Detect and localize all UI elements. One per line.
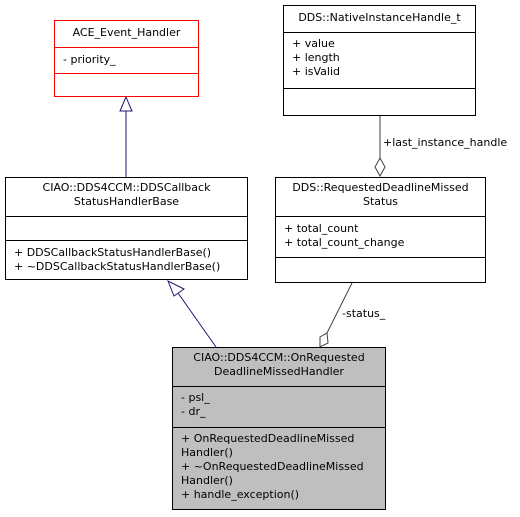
operation: + ~DDSCallbackStatusHandlerBase() (14, 260, 221, 273)
inheritance-edge-callback-base (177, 292, 217, 348)
aggregation-diamond-status (319, 332, 329, 348)
class-name-line: ACE_Event_Handler (72, 26, 181, 39)
attribute: + total_count_change (284, 236, 405, 249)
class-name-line: Status (362, 195, 399, 208)
class-name-line: CIAO::DDS4CCM::DDSCallback (42, 181, 211, 194)
operation-section: + OnRequestedDeadlineMissed Handler() + … (173, 427, 385, 509)
attribute-section: + value + length + isValid (284, 32, 475, 88)
class-native-instance-handle[interactable]: DDS::NativeInstanceHandle_t + value + le… (283, 5, 476, 116)
inheritance-arrowhead-callback-base (167, 279, 185, 297)
operation: Handler() (181, 446, 233, 459)
operation-section (276, 257, 485, 282)
attribute: - dr_ (181, 405, 206, 418)
edge-label-status: -status_ (342, 307, 386, 320)
attribute: + length (292, 51, 340, 64)
attribute-section: - priority_ (55, 47, 198, 73)
class-name: DDS::RequestedDeadlineMissed Status (276, 178, 485, 216)
class-callback-status-handler-base[interactable]: CIAO::DDS4CCM::DDSCallback StatusHandler… (5, 177, 248, 280)
class-name-line: StatusHandlerBase (73, 195, 180, 208)
class-name-line: CIAO::DDS4CCM::OnRequested (193, 351, 365, 364)
operation: Handler() (181, 474, 233, 487)
class-ace-event-handler[interactable]: ACE_Event_Handler - priority_ (54, 20, 199, 97)
attribute-section (6, 216, 247, 240)
attribute-section: + total_count + total_count_change (276, 216, 485, 257)
operation: + ~OnRequestedDeadlineMissed (181, 460, 364, 473)
attribute: + value (292, 37, 335, 50)
class-name-line: DDS::NativeInstanceHandle_t (298, 11, 461, 24)
operation: + DDSCallbackStatusHandlerBase() (14, 246, 212, 259)
operation: + OnRequestedDeadlineMissed (181, 432, 355, 445)
class-on-requested-deadline-missed-handler[interactable]: CIAO::DDS4CCM::OnRequested DeadlineMisse… (172, 347, 386, 510)
operation-section: + DDSCallbackStatusHandlerBase() + ~DDSC… (6, 240, 247, 279)
aggregation-diamond-last-instance-handle (374, 156, 386, 178)
class-name: ACE_Event_Handler (55, 21, 198, 47)
inheritance-arrowhead-ace-event-handler (119, 95, 133, 112)
class-name: CIAO::DDS4CCM::DDSCallback StatusHandler… (6, 178, 247, 216)
attribute: - psl_ (181, 391, 210, 404)
class-name-line: DeadlineMissedHandler (214, 365, 344, 378)
operation-section (284, 88, 475, 115)
attribute: + total_count (284, 222, 359, 235)
class-name: CIAO::DDS4CCM::OnRequested DeadlineMisse… (173, 348, 385, 386)
association-edge-status (326, 282, 353, 334)
attribute-section: - psl_ - dr_ (173, 386, 385, 427)
attribute: - priority_ (63, 53, 116, 66)
class-name-line: DDS::RequestedDeadlineMissed (292, 181, 469, 194)
edge-label-last-instance-handle: +last_instance_handle (383, 136, 508, 149)
class-name: DDS::NativeInstanceHandle_t (284, 6, 475, 32)
operation-section (55, 73, 198, 96)
attribute: + isValid (292, 65, 341, 78)
operation: + handle_exception() (181, 488, 300, 501)
class-requested-deadline-missed-status[interactable]: DDS::RequestedDeadlineMissed Status + to… (275, 177, 486, 283)
